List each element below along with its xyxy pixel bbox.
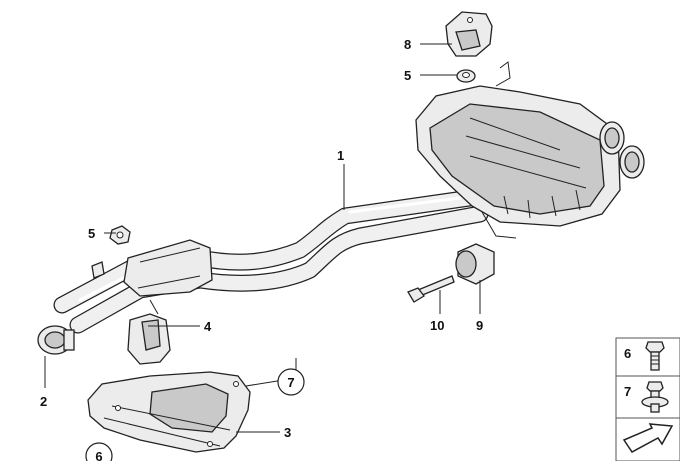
bolt-icon: [645, 341, 665, 371]
legend-label-6: 6: [624, 346, 631, 361]
rear-silencer: [415, 61, 645, 239]
pipe-clamp: [37, 325, 75, 355]
callout-10: 10: [430, 318, 444, 333]
callout-4: 4: [204, 319, 212, 334]
nut-front: [109, 225, 131, 245]
arrow-icon: [622, 423, 674, 453]
svg-text:6: 6: [95, 449, 102, 461]
leader-lines: [44, 43, 481, 433]
callout-3: 3: [284, 425, 291, 440]
callout-9: 9: [476, 318, 483, 333]
exhaust-pipe-assembly: [53, 189, 489, 334]
legend-label-7: 7: [624, 384, 631, 399]
callout-5-front: 5: [88, 226, 95, 241]
hanger-bracket: [127, 299, 171, 365]
heat-shield: [87, 371, 251, 453]
circled-callout-7: 7: [277, 368, 305, 396]
rubber-bushing: [455, 243, 495, 285]
callout-2: 2: [40, 394, 47, 409]
flange-bolt-icon: [641, 381, 669, 413]
rubber-mount: [445, 11, 493, 57]
mounting-bolt: [407, 275, 455, 303]
callout-1: 1: [337, 148, 344, 163]
callout-5-rear: 5: [404, 68, 411, 83]
nut-rear: [456, 69, 476, 83]
svg-text:7: 7: [287, 375, 294, 390]
callout-8: 8: [404, 37, 411, 52]
fastener-legend: 6 7: [615, 337, 680, 461]
circled-callout-6: 6: [85, 442, 113, 461]
